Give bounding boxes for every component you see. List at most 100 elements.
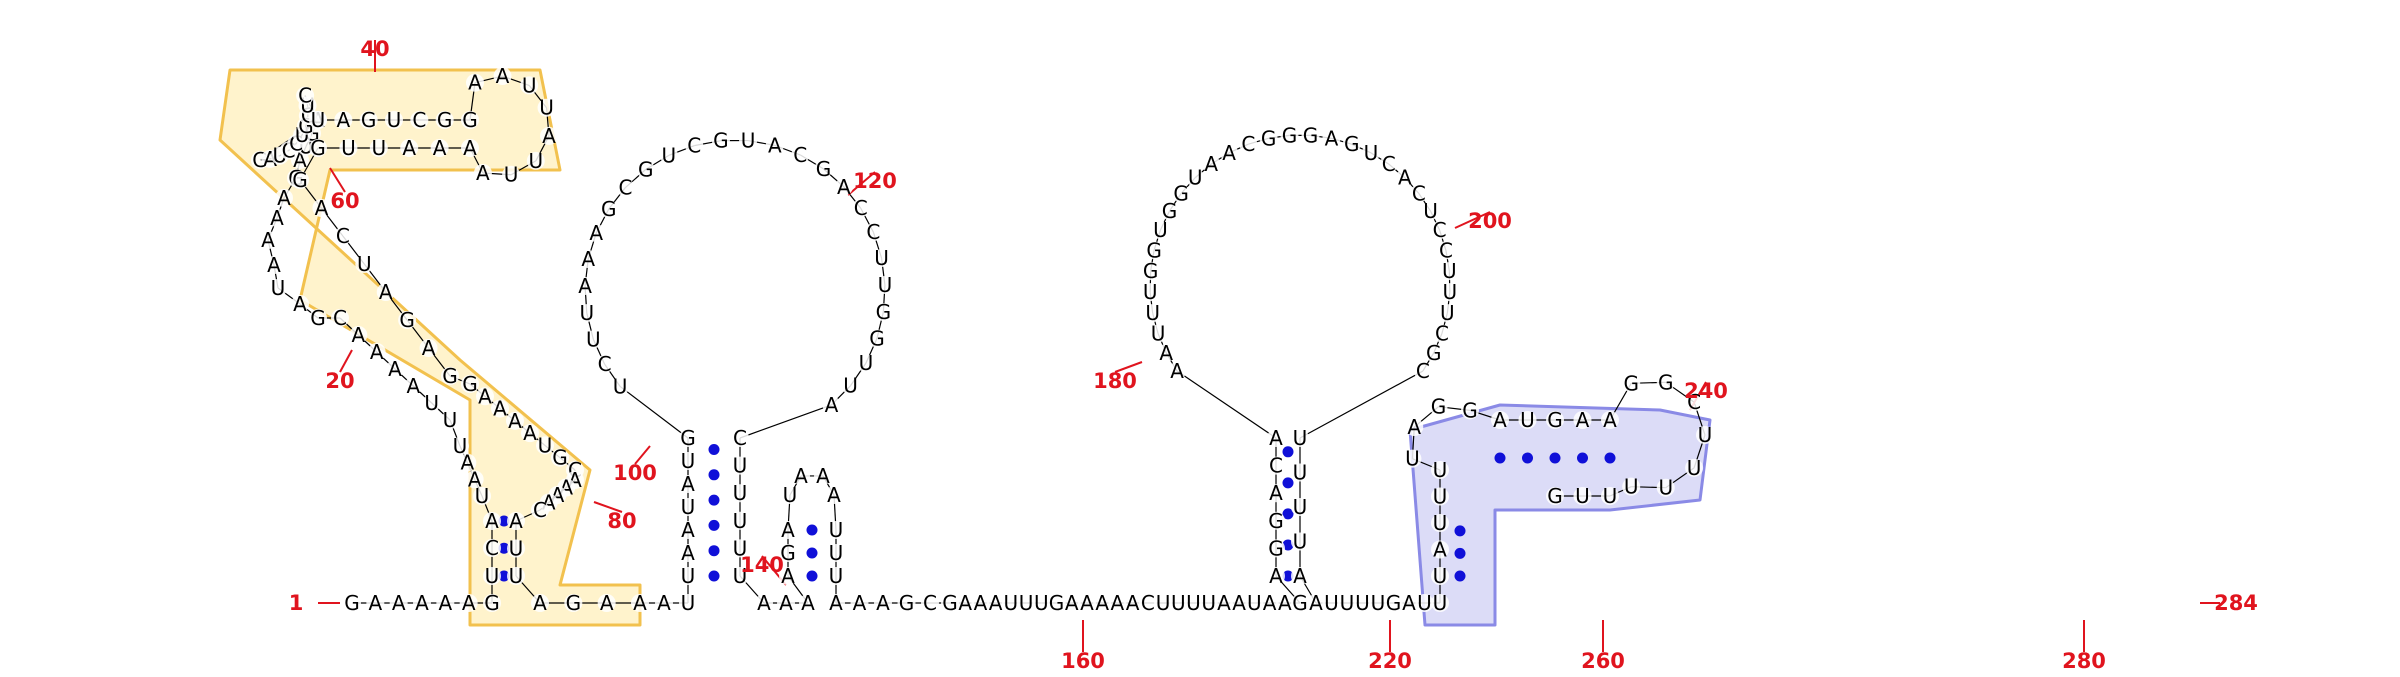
nucleotide: U [1324,591,1339,615]
base-pair-dot [709,545,720,556]
nucleotide: U [681,591,696,615]
nucleotide: A [1402,591,1416,615]
nucleotide: A [509,509,523,533]
nucleotide: G [310,306,326,330]
nucleotide: C [733,426,747,450]
nucleotide: U [843,374,858,398]
position-label: 220 [1368,649,1412,672]
nucleotide: A [468,71,482,95]
nucleotide: G [344,591,360,615]
nucleotide: A [825,393,839,417]
nucleotide: C [618,176,632,200]
nucleotide: U [341,136,356,160]
nucleotide: A [433,136,447,160]
nucleotide: U [1293,426,1308,450]
nucleotide: C [533,498,547,522]
nucleotide: A [533,591,547,615]
nucleotide: U [1355,591,1370,615]
nucleotide: A [261,228,275,252]
nucleotide: U [1575,484,1590,508]
nucleotide: A [958,591,972,615]
position-label: 40 [360,37,389,61]
base-pair-dot [709,571,720,582]
nucleotide: A [589,221,603,245]
nucleotide: C [1269,454,1283,478]
nucleotide: A [600,591,614,615]
nucleotide: A [781,518,795,542]
backbone-link [740,405,831,438]
nucleotide: U [1293,495,1308,519]
nucleotide: U [662,143,677,167]
nucleotide: U [371,136,386,160]
nucleotide: C [793,143,807,167]
nucleotide: A [757,591,771,615]
nucleotide: G [442,364,458,388]
nucleotide: U [1520,408,1535,432]
nucleotide: C [412,108,426,132]
nucleotide: G [942,591,958,615]
nucleotide: A [1269,481,1283,505]
nucleotide: A [508,409,522,433]
nucleotide: A [829,591,843,615]
nucleotide: U [357,252,372,276]
nucleotide: U [1171,591,1186,615]
nucleotide: A [1065,591,1079,615]
nucleotide: U [681,564,696,588]
nucleotide: G [361,108,377,132]
nucleotide: A [578,274,592,298]
nucleotide: U [1433,564,1448,588]
nucleotide: A [402,136,416,160]
nucleotide: U [528,149,543,173]
base-pair-dot [709,495,720,506]
base-pair-dot [709,469,720,480]
nucleotide: U [733,454,748,478]
nucleotide: G [1623,371,1639,395]
nucleotide: U [539,96,554,120]
nucleotide: U [586,327,601,351]
nucleotide: G [1261,126,1277,150]
nucleotide: C [1141,591,1155,615]
nucleotide: A [1095,591,1109,615]
nucleotide: A [485,509,499,533]
nucleotide: A [1263,591,1277,615]
position-label: 60 [330,189,359,213]
nucleotide: A [496,64,510,88]
nucleotide: G [552,446,568,470]
nucleotide: G [1268,536,1284,560]
nucleotide: U [504,163,519,187]
nucleotide: G [292,168,308,192]
nucleotide: A [989,591,1003,615]
nucleotide: G [1431,395,1447,419]
nucleotide: U [829,541,844,565]
nucleotide: U [733,509,748,533]
nucleotide: U [829,564,844,588]
nucleotide: A [1309,591,1323,615]
nucleotide: A [523,421,537,445]
nucleotide: U [311,108,326,132]
nucleotide: U [1201,591,1216,615]
nucleotide: A [392,591,406,615]
nucleotide: G [1658,370,1674,394]
nucleotide: A [827,483,841,507]
start-label: 1 [289,591,304,615]
nucleotide: U [1004,591,1019,615]
nucleotide: U [733,481,748,505]
nucleotide: U [522,73,537,97]
nucleotide: A [336,108,350,132]
nucleotide: U [1247,591,1262,615]
nucleotide: U [1698,423,1713,447]
nucleotide: U [1145,301,1160,325]
nucleotide: A [768,133,782,157]
nucleotide: A [267,253,281,277]
nucleotide: A [370,340,384,364]
nucleotide: U [681,495,696,519]
nucleotide: A [478,384,492,408]
nucleotide: U [485,564,500,588]
nucleotide: A [463,136,477,160]
nucleotide: A [368,591,382,615]
base-pair-dot [1577,453,1588,464]
nucleotide: G [1462,398,1478,422]
nucleotide: G [484,591,500,615]
nucleotide: A [1493,408,1507,432]
nucleotide: G [1282,123,1298,147]
